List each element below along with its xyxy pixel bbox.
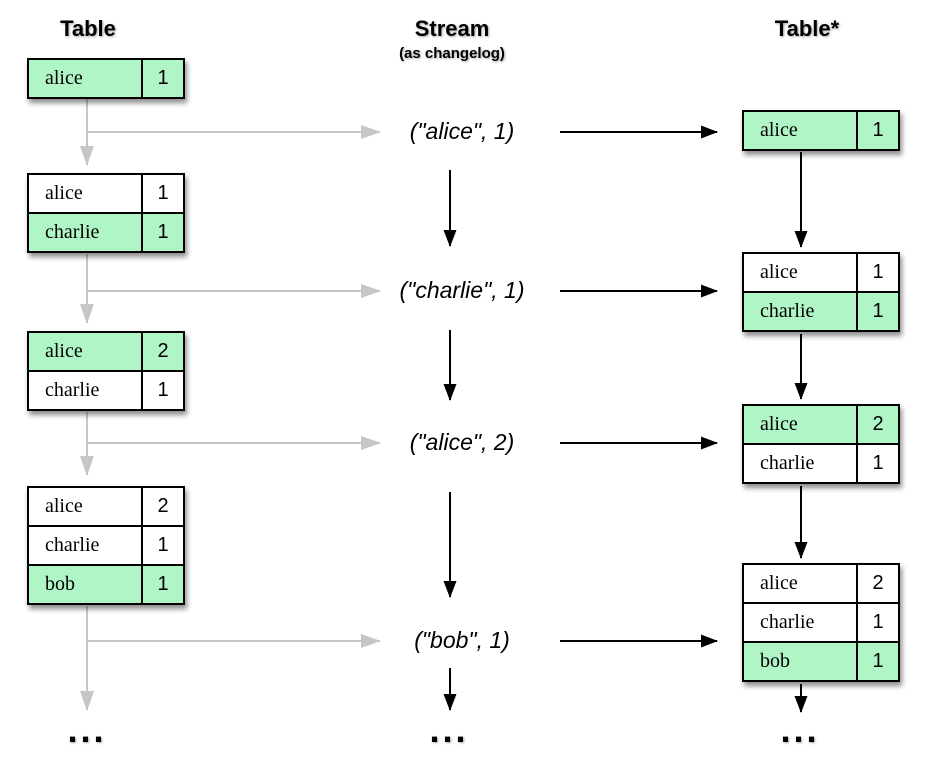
table-row: alice 1 <box>29 60 183 97</box>
row-value: 1 <box>872 261 884 283</box>
row-key: charlie <box>744 293 858 330</box>
row-key: charlie <box>744 604 858 641</box>
row-value: 1 <box>872 611 884 633</box>
row-value: 2 <box>872 572 884 594</box>
column-title-stream: Stream <box>414 16 490 41</box>
column-subtitle-changelog: (as changelog) <box>399 45 505 62</box>
left-table-state-2: alice 1 charlie 1 <box>27 173 185 253</box>
row-value: 1 <box>157 221 169 243</box>
row-value: 2 <box>872 413 884 435</box>
row-key: alice <box>744 565 858 602</box>
row-value: 1 <box>872 300 884 322</box>
stream-column-ellipsis: ... <box>429 709 469 750</box>
table-row: bob 1 <box>29 564 183 603</box>
table-row: charlie 1 <box>744 602 898 641</box>
table-row: alice 2 <box>744 406 898 443</box>
table-row: bob 1 <box>744 641 898 680</box>
column-title-table-star: Table* <box>774 16 840 41</box>
row-key: alice <box>29 60 143 97</box>
table-row: alice 1 <box>29 175 183 212</box>
table-row: alice 1 <box>744 254 898 291</box>
row-value: 2 <box>157 495 169 517</box>
table-row: charlie 1 <box>29 525 183 564</box>
stream-event-4: ("bob", 1) <box>414 627 510 653</box>
row-key: bob <box>744 643 858 680</box>
row-value: 1 <box>872 650 884 672</box>
row-value: 1 <box>872 119 884 141</box>
row-key: alice <box>744 406 858 443</box>
row-key: alice <box>29 175 143 212</box>
table-row: alice 2 <box>29 488 183 525</box>
left-table-state-4: alice 2 charlie 1 bob 1 <box>27 486 185 605</box>
column-title-table: Table <box>60 16 116 41</box>
row-value: 1 <box>157 67 169 89</box>
table-row: charlie 1 <box>29 212 183 251</box>
table-row: alice 2 <box>744 565 898 602</box>
stream-event-2: ("charlie", 1) <box>399 277 525 303</box>
table-row: alice 1 <box>744 112 898 149</box>
row-value: 1 <box>157 182 169 204</box>
table-star-state-2: alice 1 charlie 1 <box>742 252 900 332</box>
table-row: charlie 1 <box>744 443 898 482</box>
row-value: 2 <box>157 340 169 362</box>
row-value: 1 <box>872 452 884 474</box>
table-star-state-1: alice 1 <box>742 110 900 151</box>
row-key: charlie <box>744 445 858 482</box>
row-key: charlie <box>29 214 143 251</box>
row-key: alice <box>29 488 143 525</box>
stream-event-1: ("alice", 1) <box>409 118 515 144</box>
row-key: alice <box>744 254 858 291</box>
table-row: alice 2 <box>29 333 183 370</box>
table-row: charlie 1 <box>29 370 183 409</box>
table-star-state-4: alice 2 charlie 1 bob 1 <box>742 563 900 682</box>
left-column-ellipsis: ... <box>67 709 107 750</box>
row-key: charlie <box>29 527 143 564</box>
stream-event-3: ("alice", 2) <box>409 429 515 455</box>
row-key: alice <box>744 112 858 149</box>
row-key: charlie <box>29 372 143 409</box>
table-star-state-3: alice 2 charlie 1 <box>742 404 900 484</box>
row-value: 1 <box>157 379 169 401</box>
table-row: charlie 1 <box>744 291 898 330</box>
left-table-state-1: alice 1 <box>27 58 185 99</box>
row-key: bob <box>29 566 143 603</box>
row-value: 1 <box>157 573 169 595</box>
table-star-column-ellipsis: ... <box>780 709 820 750</box>
row-key: alice <box>29 333 143 370</box>
row-value: 1 <box>157 534 169 556</box>
left-table-state-3: alice 2 charlie 1 <box>27 331 185 411</box>
